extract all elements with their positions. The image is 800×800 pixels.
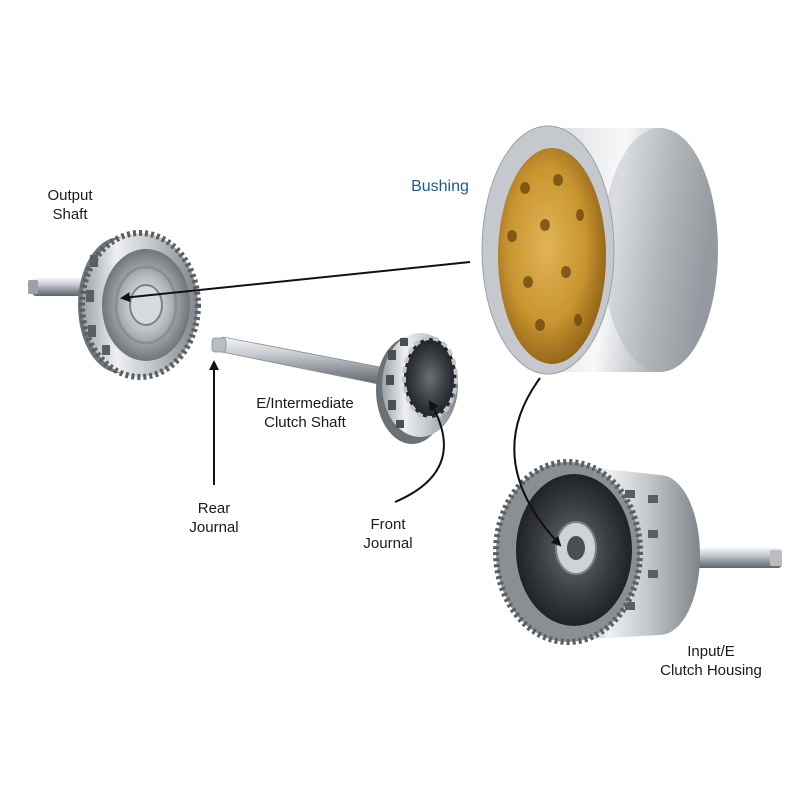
front-journal-label-line-1: Front xyxy=(370,516,406,533)
bushing-label: Bushing xyxy=(402,177,478,196)
front-journal-arrow xyxy=(394,400,445,503)
bushing-illustration xyxy=(481,125,718,375)
input-housing-label-line-2: Clutch Housing xyxy=(660,662,762,679)
rear-journal-label-line-2: Journal xyxy=(189,519,239,536)
front-journal-label: Front Journal xyxy=(346,515,430,553)
input-housing-label: Input/E Clutch Housing xyxy=(646,642,776,680)
intermediate-shaft-illustration xyxy=(211,333,458,444)
rear-journal-label-line-1: Rear xyxy=(197,500,231,517)
bushing-label-text: Bushing xyxy=(411,178,469,195)
input-housing-label-line-1: Input/E xyxy=(687,643,735,660)
output-shaft-illustration xyxy=(28,230,201,380)
bushing-to-output-arrow xyxy=(120,261,471,303)
intermediate-shaft-label-line-2: Clutch Shaft xyxy=(264,414,346,431)
front-journal-label-line-2: Journal xyxy=(363,535,413,552)
input-housing-illustration xyxy=(493,459,782,645)
rear-journal-label: Rear Journal xyxy=(172,499,256,537)
bushing-to-housing-arrow xyxy=(513,377,562,547)
intermediate-shaft-label: E/Intermediate Clutch Shaft xyxy=(240,394,370,432)
output-shaft-label: Output Shaft xyxy=(28,186,112,224)
output-shaft-label-line-2: Shaft xyxy=(52,206,88,223)
output-shaft-label-line-1: Output xyxy=(47,187,93,204)
intermediate-shaft-label-line-1: E/Intermediate xyxy=(256,395,354,412)
